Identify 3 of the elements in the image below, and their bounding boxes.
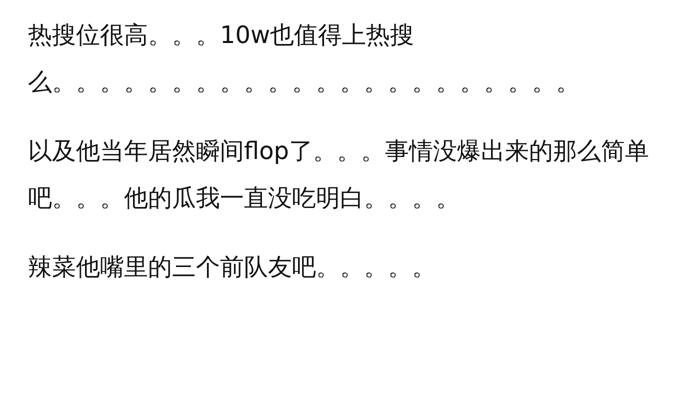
comment-paragraph: 辣菜他嘴里的三个前队友吧。。。。。 <box>28 252 437 283</box>
comment-paragraph: 热搜位很高。。。10w也值得上热搜么。。。。。。。。。。。。。。。。。。。。。。 <box>28 20 581 98</box>
comment-paragraph: 以及他当年居然瞬间flop了。。。事情没爆出来的那么简单吧。。。他的瓜我一直没吃明白。。。。 <box>28 136 650 214</box>
